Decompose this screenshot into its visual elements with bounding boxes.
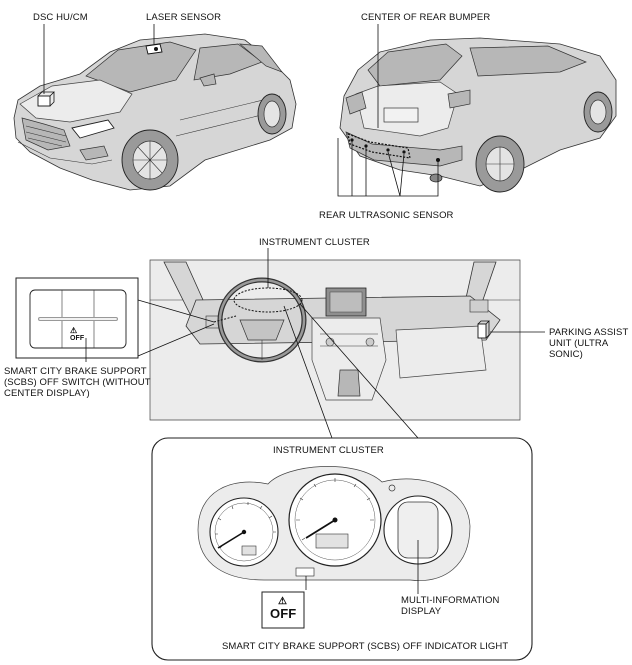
label-dsc-hu-cm: DSC HU/CM <box>33 12 88 23</box>
label-multi-information-display: MULTI-INFORMATION DISPLAY <box>401 595 500 617</box>
label-center-rear-bumper: CENTER OF REAR BUMPER <box>361 12 491 23</box>
instrument-cluster-detail-panel <box>151 437 533 661</box>
label-parking-assist-unit: PARKING ASSIST UNIT (ULTRA SONIC) <box>549 327 629 360</box>
label-scbs-off-switch: SMART CITY BRAKE SUPPORT (SCBS) OFF SWIT… <box>4 366 151 399</box>
label-instrument-cluster: INSTRUMENT CLUSTER <box>259 237 370 248</box>
label-scbs-off-indicator-light: SMART CITY BRAKE SUPPORT (SCBS) OFF INDI… <box>222 641 509 652</box>
laser-sensor-component-icon <box>145 43 163 55</box>
scbs-off-indicator-symbol: ⚠ OFF <box>270 596 296 620</box>
label-rear-ultrasonic-sensor: REAR ULTRASONIC SENSOR <box>319 210 454 221</box>
off-indicator-text: OFF <box>270 606 297 621</box>
front-vehicle-illustration <box>13 24 297 191</box>
scbs-off-switch-symbol: ⚠ OFF <box>70 327 84 343</box>
zoom-leader-lines <box>283 303 419 439</box>
off-switch-text: OFF <box>70 335 85 342</box>
rear-ultrasonic-sensor-highlight <box>347 133 440 162</box>
label-laser-sensor: LASER SENSOR <box>146 12 222 23</box>
scbs-off-switch-inset <box>15 277 215 362</box>
label-instrument-cluster-detail: INSTRUMENT CLUSTER <box>273 445 384 456</box>
parking-assist-unit-icon <box>477 320 490 339</box>
dsc-hu-cm-component-icon <box>37 91 55 107</box>
car-crash-icon: ⚠ <box>70 326 78 335</box>
car-crash-indicator-icon: ⚠ <box>278 596 288 607</box>
rear-vehicle-illustration <box>337 24 617 197</box>
dashboard-illustration <box>149 248 545 421</box>
